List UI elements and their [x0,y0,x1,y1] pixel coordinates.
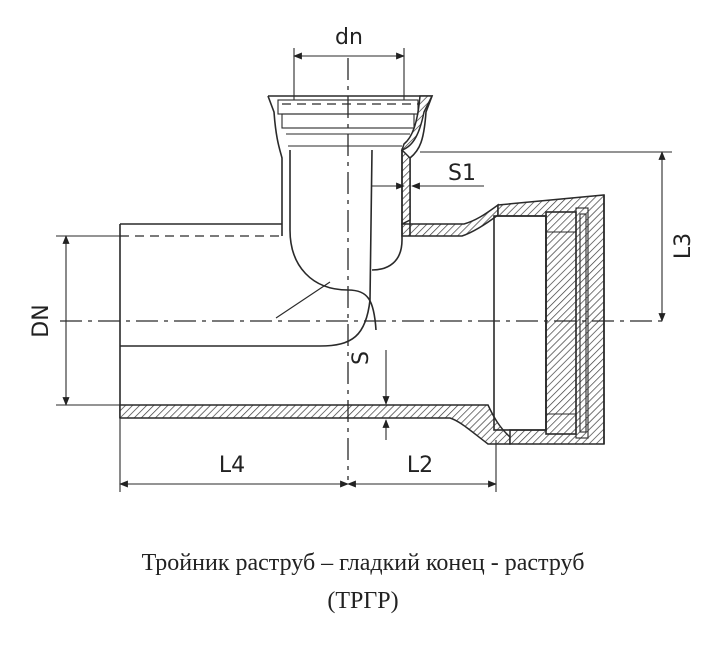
dim-label-dn: dn [335,25,363,50]
dim-label-L3: L3 [671,233,696,259]
dim-label-S: S [349,351,374,365]
right-socket [493,194,605,445]
tee-fitting-drawing: dn S1 DN L3 S L4 L2 [29,25,696,492]
dim-label-s1: S1 [448,161,476,186]
dim-dn: dn [293,25,405,100]
dim-S: S [349,350,390,440]
leader-line [275,281,331,319]
caption-line-1: Тройник раструб – гладкий конец - растру… [141,550,585,576]
dim-label-L2: L2 [407,453,433,478]
main-pipe [119,203,511,445]
dim-label-DN: DN [29,304,54,337]
dim-label-L4: L4 [219,453,245,478]
dim-L3: L3 [420,151,696,322]
caption-line-2: (ТРГР) [327,588,399,614]
branch-socket [120,95,434,347]
center-lines [60,58,662,480]
dim-DN: DN [29,235,120,406]
dim-L4-L2: L4 L2 [119,418,497,492]
dim-s1: S1 [372,161,484,190]
